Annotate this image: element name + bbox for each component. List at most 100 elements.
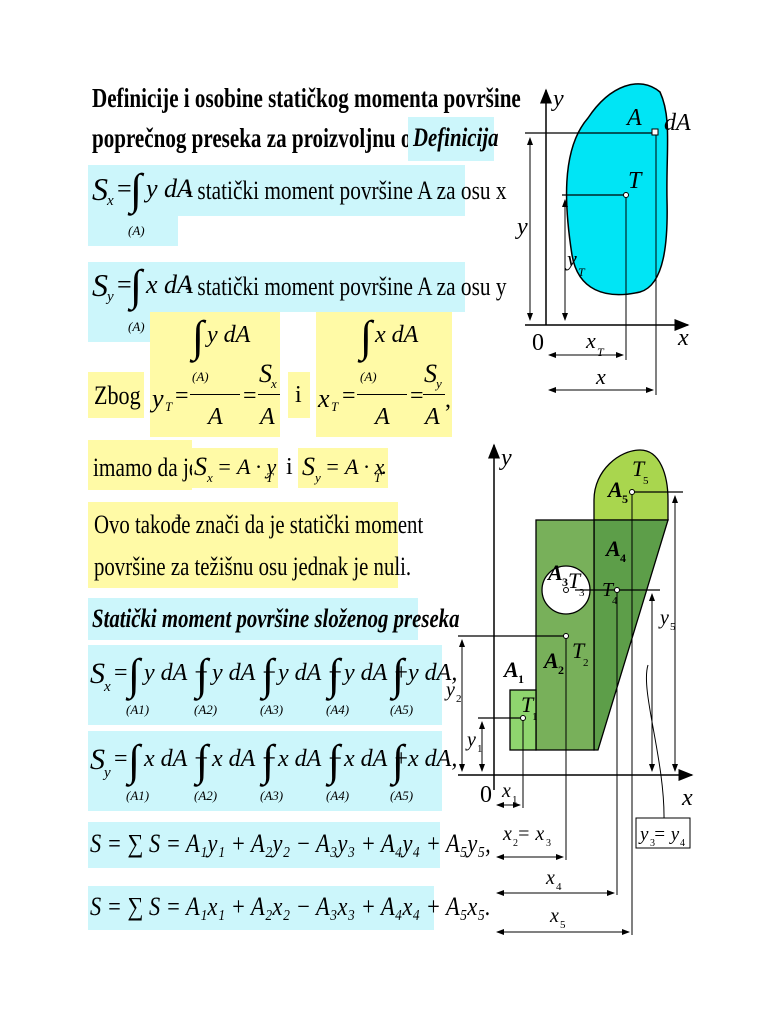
- def-sy-text: - statički moment površine A za osu y: [185, 272, 507, 301]
- integral-domain: (A5): [390, 788, 414, 803]
- area-A5: [593, 449, 669, 521]
- svg-text:4: 4: [620, 551, 626, 565]
- fig2-origin: 0: [480, 782, 492, 808]
- fig2-A5-label: A: [606, 477, 623, 502]
- short-sy: S = ∑ S = A₁x₁ + A₂x₂ − A₃x₃ + A₄x₄ + A₅…: [90, 892, 491, 921]
- svg-text:5: 5: [560, 919, 566, 931]
- fig2-x-label: x: [681, 785, 693, 811]
- integral-domain: (A3): [260, 788, 284, 803]
- def-sx-box: [88, 165, 465, 216]
- integral-term: y dA +: [144, 660, 210, 686]
- svg-text:2: 2: [513, 838, 518, 849]
- sum-sx-box: [88, 645, 442, 725]
- fig2-x2-x3-dim: x = x: [502, 823, 544, 845]
- yT-formula-box: [150, 312, 280, 437]
- integral-sign: ∫: [128, 650, 141, 699]
- composite-heading: Statički moment površine složenog presek…: [92, 604, 460, 633]
- svg-text:T: T: [578, 265, 586, 279]
- note-line2: površine za težišnu osu jednak je nuli.: [94, 552, 412, 581]
- fig2-T4-label: T: [602, 579, 615, 601]
- integral-domain: (A1): [126, 702, 150, 717]
- svg-text:5: 5: [670, 621, 676, 633]
- svg-text:5: 5: [643, 475, 649, 487]
- integral-term: x dA,: [408, 746, 458, 772]
- integral-term: x dA −: [278, 746, 344, 772]
- fig1-x-dim: x: [595, 364, 606, 389]
- fraction-bar: [423, 394, 445, 395]
- definicija-tag-box: [408, 117, 494, 161]
- svg-text:T: T: [597, 345, 605, 359]
- fraction-bar: [357, 394, 407, 395]
- integral-domain: (A4): [326, 788, 350, 803]
- fig1-y-dim: y: [515, 214, 528, 240]
- svg-text:3: 3: [650, 838, 655, 849]
- zbog-i-box: [288, 372, 310, 418]
- svg-text:3: 3: [562, 575, 568, 589]
- integral-sign: ∫: [392, 736, 405, 785]
- svg-text:2: 2: [583, 657, 589, 669]
- zbog-word: Zbog: [94, 381, 141, 410]
- svg-text:3: 3: [579, 587, 585, 599]
- fig1-origin: 0: [532, 330, 544, 356]
- svg-text:4: 4: [680, 838, 685, 849]
- xT-formula-box: [316, 312, 452, 437]
- fig2-T5-label: T: [632, 456, 646, 481]
- svg-text:4: 4: [612, 595, 618, 607]
- fig1-T-label: T: [628, 168, 643, 194]
- integral-term: y dA,: [408, 660, 458, 686]
- integral-domain: (A1): [126, 788, 150, 803]
- fig2-x1-dim: x: [501, 780, 511, 802]
- short-sx: S = ∑ S = A₁y₁ + A₂y₂ − A₃y₃ + A₄y₄ + A₅…: [90, 829, 491, 858]
- short-sx-box: [88, 822, 440, 868]
- svg-text:1: 1: [518, 672, 524, 686]
- integral-sign: ∫: [262, 736, 275, 785]
- fig2-A3-label: A: [546, 560, 563, 585]
- fig2-x4-dim: x: [545, 867, 555, 889]
- fraction-bar: [190, 394, 240, 395]
- integral-term: y dA +: [278, 660, 344, 686]
- fig1-dA-label: dA: [664, 110, 691, 136]
- integral-sign: ∫: [262, 650, 275, 699]
- fig2-y2-dim: y: [444, 679, 455, 701]
- svg-text:4: 4: [556, 881, 562, 893]
- def-sy-box: [88, 262, 465, 312]
- integral-sign: ∫: [196, 650, 209, 699]
- integral-term: y dA −: [212, 660, 278, 686]
- imamo-i: i: [286, 454, 293, 480]
- integral-domain: (A3): [260, 702, 284, 717]
- fig1-y-label: y: [551, 86, 564, 112]
- fig1-A-label: A: [625, 105, 642, 131]
- integral-term: x dA +: [344, 746, 410, 772]
- integral-sign: ∫: [130, 165, 143, 214]
- y3-y4-label-box: [635, 817, 691, 849]
- fig2-y-label: y: [499, 445, 512, 471]
- integral-term: x dA +: [144, 746, 210, 772]
- integral-sign: ∫: [128, 736, 141, 785]
- integral-domain: (A2): [194, 788, 218, 803]
- integral-sign: ∫: [392, 650, 405, 699]
- fig2-y3-y4-label: y = y: [638, 824, 680, 845]
- integral-term: x dA +: [212, 746, 278, 772]
- svg-text:2: 2: [456, 693, 462, 705]
- definicija-tag: Definicija: [413, 123, 499, 152]
- imamo-f1-box: [192, 448, 278, 488]
- fig1-x-label: x: [677, 325, 689, 351]
- fig2-T2-label: T: [572, 638, 586, 663]
- fig2-y5-dim: y: [658, 607, 669, 629]
- integral-sign: ∫: [196, 736, 209, 785]
- zbog-box: [88, 372, 144, 418]
- fig1-xT-dim: x: [585, 328, 596, 353]
- sum-sy-box: [88, 731, 442, 811]
- note-line1: Ovo takođe znači da je statički moment: [94, 510, 424, 539]
- integral-domain: (A2): [194, 702, 218, 717]
- integral-term: y dA +: [344, 660, 410, 686]
- integral-sign: ∫: [328, 736, 341, 785]
- svg-text:5: 5: [622, 492, 628, 506]
- fig2-y1-dim: y: [465, 729, 476, 751]
- imamo-box: [88, 440, 192, 490]
- fig2-x5-dim: x: [549, 905, 559, 927]
- imamo-text: imamo da je: [93, 453, 199, 482]
- svg-text:1: 1: [532, 711, 538, 723]
